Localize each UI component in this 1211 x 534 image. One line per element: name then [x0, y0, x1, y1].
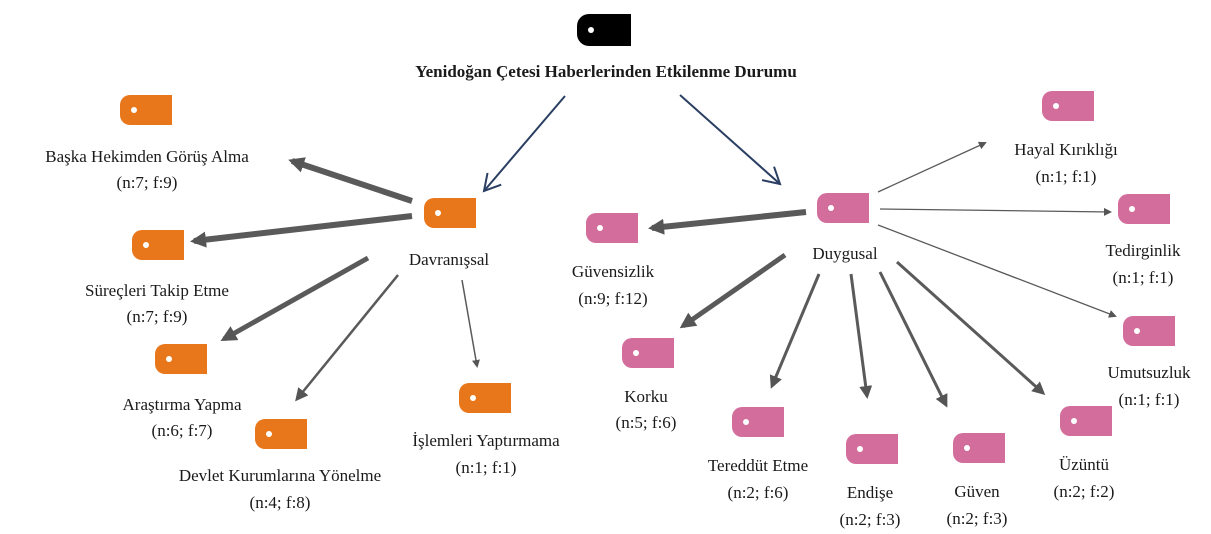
code-stats: (n:4; f:8): [250, 493, 311, 512]
code-stats: (n:5; f:6): [616, 413, 677, 432]
code-stats: (n:1; f:1): [1119, 390, 1180, 409]
code-stats: (n:6; f:7): [152, 421, 213, 440]
node-labels: Yenidoğan Çetesi Haberlerinden Etkilenme…: [45, 62, 1191, 529]
arrow-to-baska-hekim: [288, 157, 413, 204]
devlet-code-icon: [255, 419, 307, 449]
code-stats: (n:2; f:6): [728, 483, 789, 502]
code-label: Başka Hekimden Görüş Alma: [45, 147, 249, 166]
arrow-root-to-duygusal: [679, 94, 782, 186]
arrow-to-surecleri: [190, 213, 413, 248]
code-stats: (n:7; f:9): [117, 173, 178, 192]
hayal-kirikligi-code-icon: [1042, 91, 1094, 121]
tedirginlik-code-icon: [1118, 194, 1170, 224]
code-label: Süreçleri Takip Etme: [85, 281, 229, 300]
branch-label-davranissal: Davranışsal: [409, 250, 490, 269]
code-label: Endişe: [847, 483, 893, 502]
code-label: Hayal Kırıklığı: [1014, 140, 1118, 159]
code-stats: (n:2; f:2): [1054, 482, 1115, 501]
arrow-to-hayal-kirikligi: [877, 141, 987, 193]
endise-code-icon: [846, 434, 898, 464]
code-label: Tereddüt Etme: [708, 456, 808, 475]
tereddut-code-icon: [732, 407, 784, 437]
code-stats: (n:9; f:12): [578, 289, 647, 308]
code-stats: (n:1; f:1): [1036, 167, 1097, 186]
duygusal-code-icon: [817, 193, 869, 223]
korku-code-icon: [622, 338, 674, 368]
code-stats: (n:1; f:1): [456, 458, 517, 477]
node-icons: [120, 14, 1175, 464]
guven-code-icon: [953, 433, 1005, 463]
code-label: Tedirginlik: [1106, 241, 1181, 260]
arrow-to-umutsuzluk: [877, 224, 1117, 318]
arrow-to-uzuntu: [895, 260, 1046, 396]
code-label: Güven: [954, 482, 1000, 501]
arrow-to-tedirginlik: [879, 207, 1112, 216]
uzuntu-code-icon: [1060, 406, 1112, 436]
connector-arrows: [190, 94, 1117, 408]
code-stats: (n:1; f:1): [1113, 268, 1174, 287]
surecleri-code-icon: [132, 230, 184, 260]
code-label: Umutsuzluk: [1107, 363, 1191, 382]
guvensizlik-code-icon: [586, 213, 638, 243]
arrow-to-guvensizlik: [648, 209, 807, 235]
arrow-to-guven: [878, 271, 948, 408]
arrow-to-korku: [679, 252, 787, 329]
umutsuzluk-code-icon: [1123, 316, 1175, 346]
code-stats: (n:2; f:3): [947, 509, 1008, 528]
arrow-to-tereddut: [769, 273, 821, 389]
arrow-to-islemleri: [461, 279, 480, 368]
arrow-to-devlet: [295, 274, 399, 402]
arrow-root-to-davranissal: [482, 95, 566, 193]
code-label: Güvensizlik: [572, 262, 655, 281]
code-label: Araştırma Yapma: [123, 395, 242, 414]
arrow-to-endise: [849, 273, 873, 399]
baska-hekim-code-icon: [120, 95, 172, 125]
arrow-to-arastirma: [220, 255, 370, 342]
code-label: Devlet Kurumlarına Yönelme: [179, 466, 381, 485]
code-stats: (n:7; f:9): [127, 307, 188, 326]
code-label: Korku: [624, 387, 668, 406]
root-code-icon: [577, 14, 631, 46]
arastirma-code-icon: [155, 344, 207, 374]
root-label: Yenidoğan Çetesi Haberlerinden Etkilenme…: [415, 62, 797, 81]
code-label: Üzüntü: [1059, 455, 1110, 474]
code-stats: (n:2; f:3): [840, 510, 901, 529]
branch-label-duygusal: Duygusal: [812, 244, 877, 263]
davranissal-code-icon: [424, 198, 476, 228]
islemleri-code-icon: [459, 383, 511, 413]
code-label: İşlemleri Yaptırmama: [412, 431, 560, 450]
